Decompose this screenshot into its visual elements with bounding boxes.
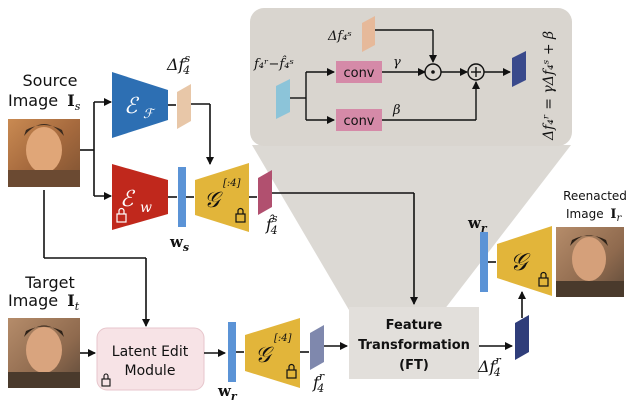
ws-label: ws xyxy=(169,233,189,254)
f-r-feature xyxy=(310,325,324,370)
conv-gamma-label: conv xyxy=(343,66,374,81)
svg-text:[:4]: [:4] xyxy=(274,333,292,344)
conv-beta-label: conv xyxy=(343,114,374,129)
inset-panel xyxy=(250,8,572,310)
inset-input-label: f₄ʳ−f̂₄ˢ xyxy=(253,55,294,72)
svg-text:𝒢: 𝒢 xyxy=(510,248,531,276)
reenacted-label-line1: Reenacted xyxy=(563,189,627,203)
lock-icon-g-bottom xyxy=(286,363,297,379)
fhat-s-feature xyxy=(258,170,272,215)
generator-partial-bottom: 𝒢 [:4] xyxy=(245,318,300,388)
latent-ws xyxy=(178,167,186,227)
svg-text:ℱ: ℱ xyxy=(143,107,156,122)
lock-icon-latent-edit xyxy=(101,373,111,387)
encoder-ef: ℰ ℱ xyxy=(112,72,168,138)
svg-text:[:4]: [:4] xyxy=(223,178,241,189)
conv-gamma-box xyxy=(336,61,382,83)
wr-label: wr xyxy=(217,382,238,400)
latent-wr-top xyxy=(480,232,488,292)
inset-equation: Δf₄ʳ = γΔf₄ˢ + β xyxy=(541,31,557,141)
latent-edit-line1: Latent Edit xyxy=(112,344,189,360)
lock-icon-ew xyxy=(116,207,127,223)
source-label-line2: Image Is xyxy=(8,91,81,113)
reenacted-image xyxy=(556,227,624,297)
inset-delta-label: Δf₄ˢ xyxy=(327,29,352,44)
svg-text:ℰ: ℰ xyxy=(120,187,136,212)
lock-icon-g-full xyxy=(538,271,549,287)
latent-wr xyxy=(228,322,236,382)
svg-text:𝒢: 𝒢 xyxy=(255,343,274,368)
latent-edit-line2: Module xyxy=(125,363,176,379)
source-label-line1: Source xyxy=(23,71,78,90)
inset-delta-feature xyxy=(362,16,375,52)
lock-icon-g-top xyxy=(235,207,246,223)
svg-text:Feature: Feature xyxy=(386,318,443,333)
svg-text:Transformation: Transformation xyxy=(358,338,470,353)
delta-fr-feature xyxy=(515,315,529,360)
inset-input-feature xyxy=(276,79,290,119)
svg-text:(FT): (FT) xyxy=(399,358,429,373)
target-label-line1: Target xyxy=(24,273,75,292)
target-label-line2: Image It xyxy=(8,291,80,313)
generator-full: 𝒢 xyxy=(497,226,552,296)
inset-diagram: f₄ʳ−f̂₄ˢ Δf₄ˢ conv conv γ β xyxy=(253,16,557,141)
feature-transformation-box: Feature Transformation (FT) xyxy=(349,307,479,379)
inset-output-feature xyxy=(512,51,526,87)
delta-fs-feature xyxy=(177,84,191,129)
conv-beta-box xyxy=(336,109,382,131)
gamma-label: γ xyxy=(393,55,401,70)
encoder-ew: ℰ w xyxy=(112,164,168,230)
beta-label: β xyxy=(392,103,401,118)
target-image xyxy=(8,318,80,388)
reenacted-label-line2: Image Ir xyxy=(566,207,623,224)
latent-edit-module: Latent Edit Module xyxy=(96,327,205,391)
svg-text:w: w xyxy=(140,200,152,216)
svg-text:ℰ: ℰ xyxy=(124,94,140,119)
svg-text:𝒢: 𝒢 xyxy=(204,188,223,213)
wr-top-label: wr xyxy=(467,214,488,235)
source-image xyxy=(8,119,80,187)
